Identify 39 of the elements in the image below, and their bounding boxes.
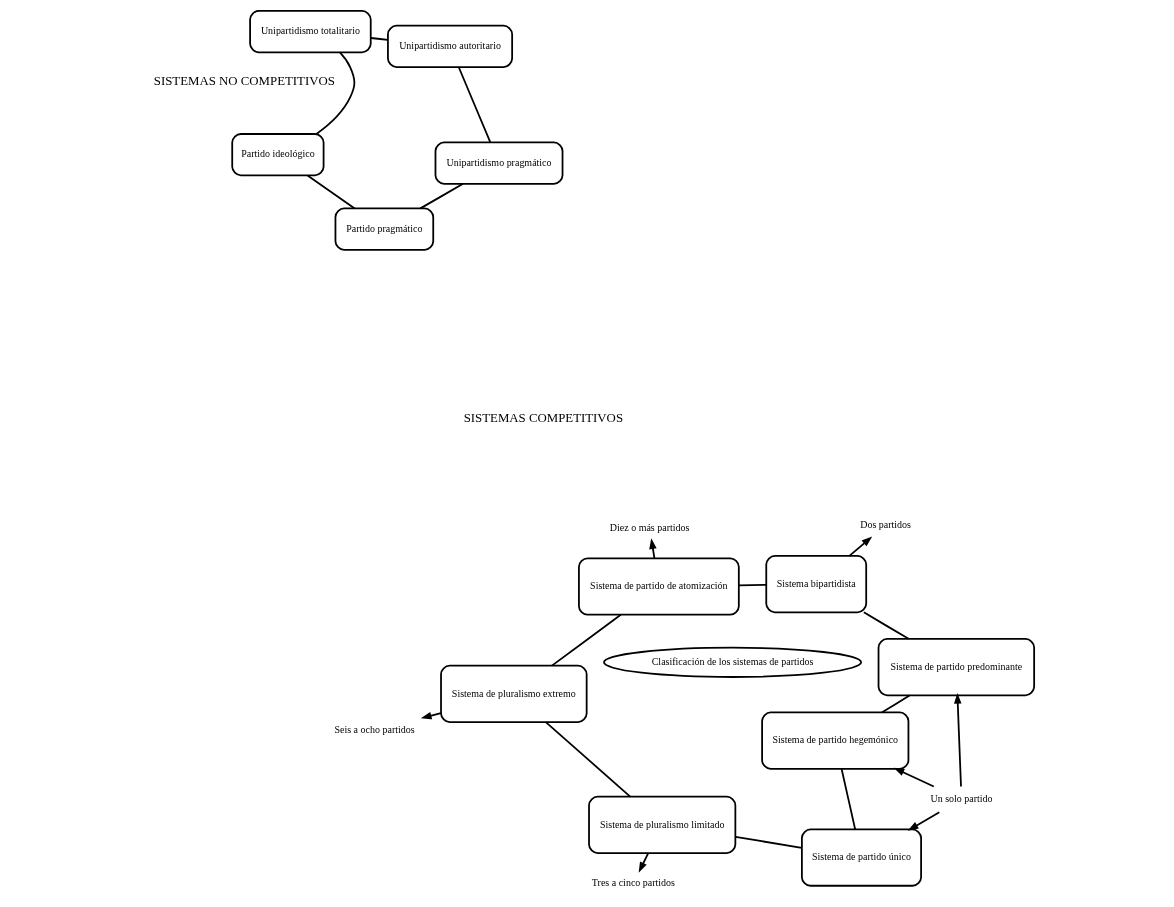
arrow — [907, 811, 940, 831]
node-box: Unipartidismo pragmático — [434, 141, 563, 185]
connector — [306, 174, 356, 210]
arrow — [638, 852, 649, 873]
node-box: Sistema de partido hegemónico — [760, 711, 909, 770]
node-box: Sistema de pluralismo extremo — [439, 664, 588, 723]
node-ellipse: Clasificación de los sistemas de partidos — [602, 646, 862, 678]
arrow — [893, 767, 935, 788]
connector — [550, 613, 622, 667]
node-box: Sistema de partido de atomización — [577, 557, 740, 616]
node-box: Sistema de partido único — [800, 828, 922, 887]
node-text: Tres a cinco partidos — [591, 876, 675, 888]
node-text: Seis a ocho partidos — [333, 724, 415, 736]
connector — [737, 584, 767, 587]
node-text: Un solo partido — [929, 793, 993, 804]
arrow — [953, 692, 962, 788]
node-box: Unipartidismo totalitario — [248, 10, 372, 54]
connector — [840, 768, 856, 831]
connector — [419, 182, 464, 210]
node-box: Partido pragmático — [334, 207, 434, 251]
connector — [544, 721, 631, 798]
connector — [369, 37, 389, 41]
connector — [862, 611, 909, 640]
connector — [734, 836, 803, 849]
node-box: Sistema de pluralismo limitado — [587, 795, 736, 854]
arrow — [848, 536, 872, 557]
node-text: Diez o más partidos — [609, 521, 689, 533]
connector — [880, 694, 911, 714]
node-text: Dos partidos — [859, 518, 911, 530]
node-box: Sistema de partido predominante — [877, 638, 1035, 697]
node-box: Partido ideológico — [230, 133, 324, 177]
node-box: Unipartidismo autoritario — [386, 24, 513, 68]
node-box: Sistema bipartidista — [764, 555, 867, 614]
connector — [457, 66, 491, 144]
arrow — [648, 538, 657, 560]
connector — [315, 51, 355, 135]
label: SISTEMAS NO COMPETITIVOS — [153, 74, 335, 89]
label: SISTEMAS COMPETITIVOS — [463, 410, 623, 425]
arrow — [420, 712, 442, 720]
